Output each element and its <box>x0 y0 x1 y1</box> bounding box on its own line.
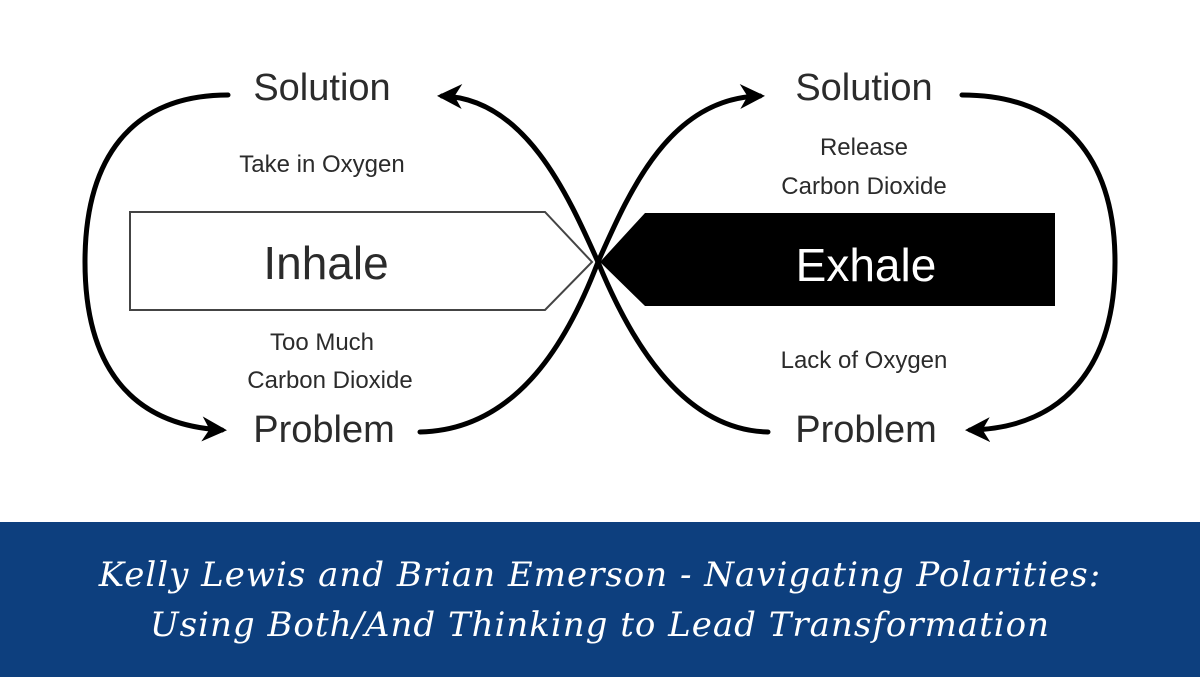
inhale-box <box>129 211 594 311</box>
exhale-label: Exhale <box>796 239 937 291</box>
left-problem-note-line1: Too Much <box>270 329 374 356</box>
title-banner: Kelly Lewis and Brian Emerson - Navigati… <box>0 522 1200 677</box>
left-problem-note-line2: Carbon Dioxide <box>247 367 412 394</box>
inhale-label: Inhale <box>263 237 388 289</box>
polarity-diagram: Solution Take in Oxygen Inhale Too Much … <box>82 67 1118 451</box>
right-outer-arrow <box>959 92 1118 443</box>
banner-title: Kelly Lewis and Brian Emerson - Navigati… <box>98 554 1102 645</box>
right-solution-note-line1: Release <box>820 134 908 161</box>
left-outer-arrow <box>82 92 231 442</box>
left-inner-upper-arrow <box>437 84 601 265</box>
left-problem-label: Problem <box>253 409 395 451</box>
left-solution-label: Solution <box>253 67 390 109</box>
right-problem-note: Lack of Oxygen <box>781 347 948 374</box>
right-solution-note-line2: Carbon Dioxide <box>781 173 946 200</box>
left-solution-note: Take in Oxygen <box>239 151 404 178</box>
right-inner-lower-line <box>595 259 771 435</box>
right-solution-label: Solution <box>795 67 932 109</box>
right-inner-upper-arrow <box>595 83 765 265</box>
left-inner-lower-line <box>417 259 601 435</box>
right-problem-label: Problem <box>795 409 937 451</box>
exhale-box <box>600 213 1055 306</box>
